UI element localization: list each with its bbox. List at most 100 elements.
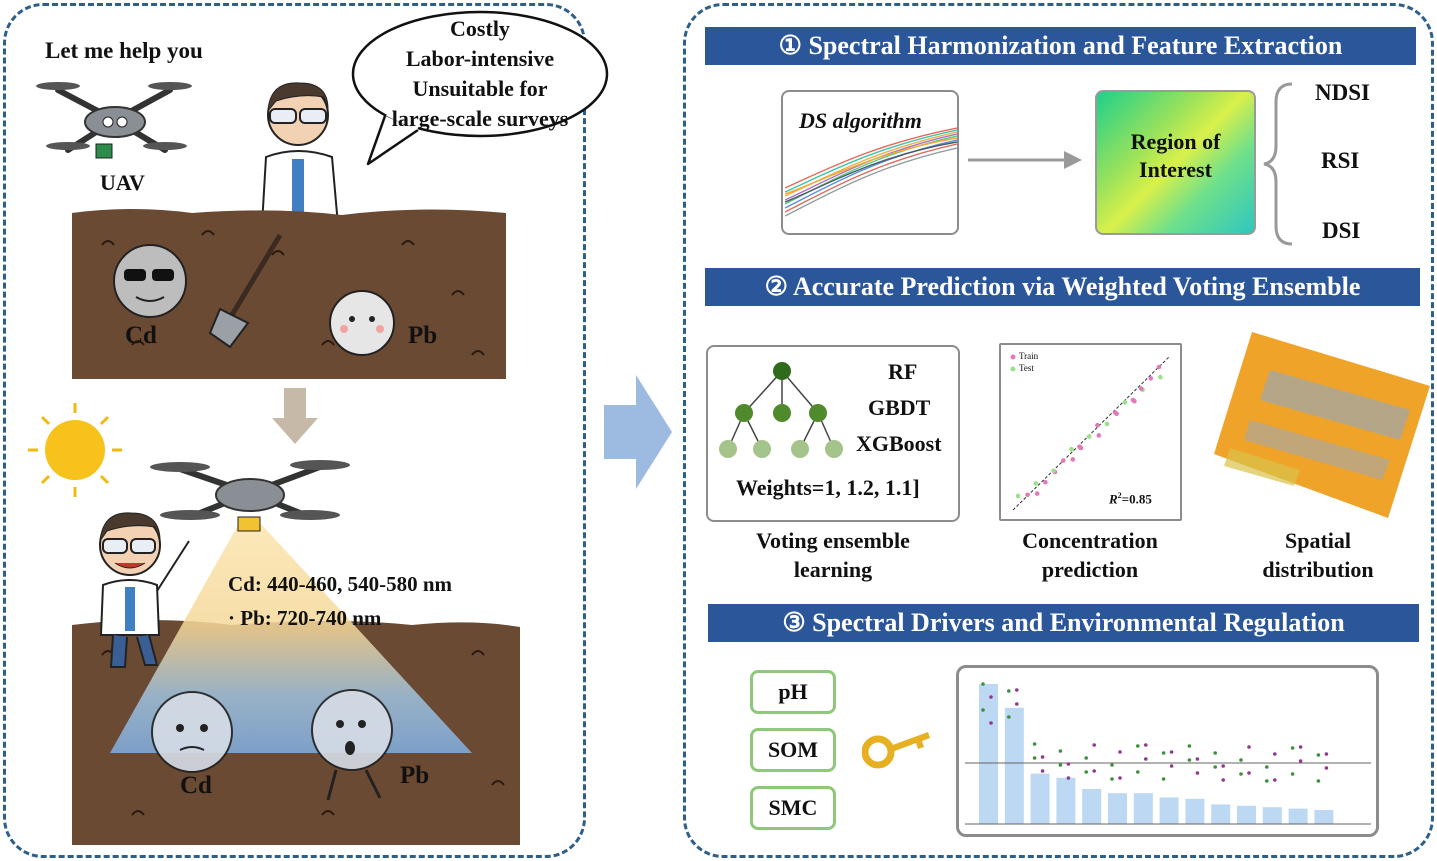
caption-line: Voting ensemble <box>756 528 910 553</box>
importance-dot <box>1324 766 1329 770</box>
importance-dot <box>1298 745 1303 749</box>
scatter-point <box>1156 364 1162 370</box>
section1-title: ① Spectral Harmonization and Feature Ext… <box>705 27 1416 65</box>
importance-dot <box>1084 770 1088 774</box>
bubble-line: Costly <box>450 16 510 41</box>
importance-dot <box>1161 751 1166 755</box>
roi-label-line: Region of <box>1130 129 1221 154</box>
model-rf: RF <box>888 359 918 384</box>
importance-bar <box>1237 805 1256 824</box>
scatter-point <box>1104 421 1110 427</box>
importance-bar <box>1314 810 1334 824</box>
importance-dot <box>1195 771 1200 775</box>
importance-bar <box>1082 789 1102 824</box>
importance-dot <box>1136 770 1140 774</box>
r2-value: =0.85 <box>1121 491 1152 507</box>
caption-spatial: Spatial distribution <box>1230 526 1406 584</box>
pb-band-label: · Pb: 720-740 nm <box>228 606 382 630</box>
scatter-point <box>1112 410 1118 415</box>
bubble-line: large-scale surveys <box>391 106 569 131</box>
scatter-point <box>1060 458 1066 463</box>
importance-bar <box>1288 808 1308 824</box>
scatter-point <box>1070 457 1076 462</box>
importance-dot <box>1316 753 1321 757</box>
importance-dot <box>1247 771 1251 775</box>
section2-title: ② Accurate Prediction via Weighted Votin… <box>705 268 1420 306</box>
importance-bar <box>1133 793 1153 824</box>
index-ndsi: NDSI <box>1315 80 1370 105</box>
importance-dot <box>1144 743 1148 747</box>
speech-bubble <box>351 10 609 166</box>
scatter-point <box>1138 386 1144 391</box>
importance-dot <box>1239 758 1243 762</box>
importance-bar <box>1108 793 1127 824</box>
importance-dot <box>1040 755 1045 759</box>
r2-label: R2=0.85 <box>1109 491 1152 507</box>
importance-dot <box>989 695 993 699</box>
importance-bar <box>1004 707 1024 824</box>
index-dsi: DSI <box>1322 218 1361 243</box>
importance-dot <box>1084 756 1088 760</box>
model-gbdt: GBDT <box>868 395 931 420</box>
importance-dot <box>1213 751 1217 755</box>
caption-concentration: Concentration prediction <box>990 526 1190 584</box>
importance-dot <box>1213 765 1217 769</box>
scatter-plot <box>1010 354 1170 511</box>
right-panel <box>683 3 1434 858</box>
scatter-point <box>1069 446 1074 452</box>
bubble-line: Unsuitable for <box>412 76 548 101</box>
scatter-point <box>1025 492 1030 498</box>
importance-dot <box>1265 765 1269 769</box>
scatter-point <box>1096 433 1102 438</box>
importance-dot <box>1298 759 1303 763</box>
roi-heatmap: Region of Interest <box>1095 90 1256 235</box>
importance-dot <box>1265 779 1269 783</box>
scatter-point <box>1034 491 1040 496</box>
caption-line: learning <box>793 557 873 582</box>
importance-dot <box>1316 779 1321 783</box>
index-rsi: RSI <box>1321 148 1360 173</box>
scatter-point <box>1158 374 1163 380</box>
importance-dot <box>1144 757 1148 761</box>
factor-som: SOM <box>750 728 836 772</box>
importance-dot <box>981 708 985 712</box>
scatter-point <box>1122 400 1128 405</box>
importance-dot <box>1007 715 1011 719</box>
factor-smc: SMC <box>750 786 836 830</box>
importance-bar <box>1159 797 1179 824</box>
importance-dot <box>1161 777 1166 781</box>
caption-line: prediction <box>1041 557 1139 582</box>
bubble-line: Labor-intensive <box>405 46 555 71</box>
scatter-point <box>1148 376 1154 381</box>
r2-prefix: R <box>1109 491 1118 507</box>
caption-line: Spatial <box>1284 528 1352 553</box>
importance-dot <box>1066 776 1071 780</box>
soil-bottom-cd-label: Cd <box>180 772 212 799</box>
importance-bar <box>1030 773 1050 824</box>
left-panel <box>3 3 586 858</box>
legend-train: Train <box>1019 351 1039 361</box>
drone-speech: Let me help you <box>45 38 203 63</box>
importance-dot <box>1110 777 1114 781</box>
importance-dot <box>1118 750 1122 754</box>
model-xgboost: XGBoost <box>856 431 942 456</box>
importance-dot <box>1221 778 1225 782</box>
importance-dot <box>1136 744 1140 748</box>
scatter-point <box>1033 481 1039 486</box>
caption-line: Concentration <box>1022 528 1158 553</box>
importance-dot <box>1273 778 1277 782</box>
sun-icon <box>28 403 122 497</box>
importance-dot <box>1273 752 1277 756</box>
importance-dot <box>1015 702 1019 706</box>
weights-label: Weights=1, 1.2, 1.1] <box>736 475 920 500</box>
soil-top-pb-label: Pb <box>408 322 438 349</box>
importance-dot <box>1187 758 1192 762</box>
importance-chart <box>965 682 1371 825</box>
importance-dot <box>1092 769 1096 773</box>
importance-dot <box>1040 769 1045 773</box>
importance-chart-box <box>956 665 1379 837</box>
importance-dot <box>1169 750 1174 754</box>
ds-algorithm-box: DS algorithm <box>781 90 959 235</box>
importance-bar <box>979 684 998 824</box>
roi-label: Region of Interest <box>1097 128 1254 184</box>
